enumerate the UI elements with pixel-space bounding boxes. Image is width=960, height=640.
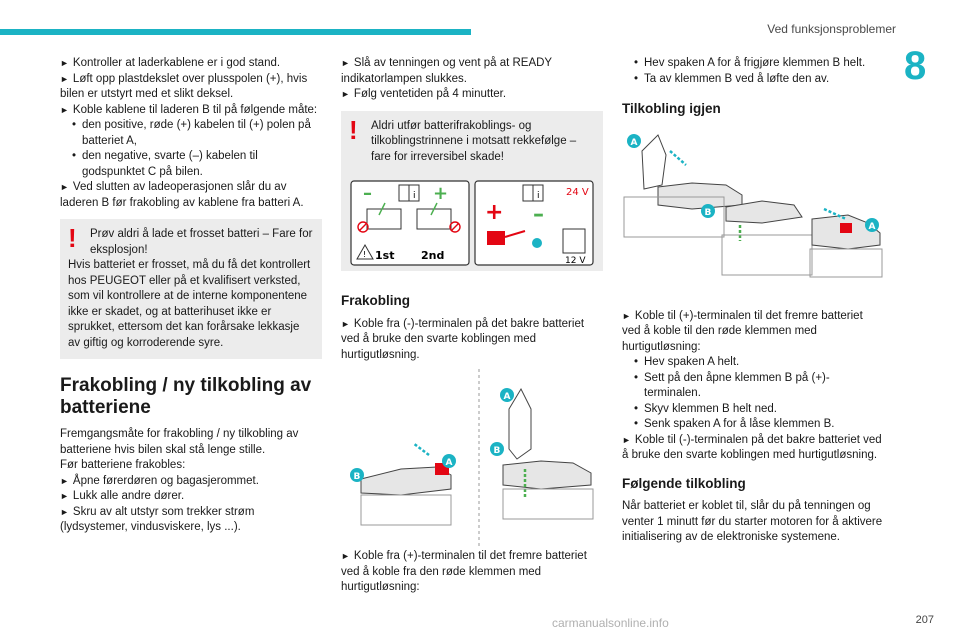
svg-text:A: A: [504, 392, 511, 402]
bullet: Hev spaken A for å frigjøre klemmen B he…: [622, 56, 884, 72]
warning-text: Hvis batteriet er frosset, må du få det …: [68, 259, 311, 349]
step: ►Koble til (-)-terminalen på det bakre b…: [622, 433, 882, 462]
subtitle-reconnect: Tilkobling igjen: [622, 101, 721, 116]
column-2: ►Slå av tenningen og vent på at READY in…: [341, 56, 603, 596]
page-number: 207: [915, 614, 934, 626]
svg-text:i: i: [537, 191, 540, 201]
column-1: ►Kontroller at laderkablene er i god sta…: [60, 56, 322, 536]
step: ►Koble kablene til laderen B til på følg…: [60, 103, 318, 116]
step: ►Ved slutten av ladeoperasjonen slår du …: [60, 181, 304, 209]
svg-text:B: B: [494, 446, 501, 456]
step: ►Koble til (+)-terminalen til det fremre…: [622, 309, 863, 353]
bullet: Sett på den åpne klemmen B på (+)-termin…: [622, 371, 884, 402]
clamp-reconnect-figure: A B A: [622, 125, 884, 293]
step: ►Følg ventetiden på 4 minutter.: [341, 88, 507, 100]
column-3: Hev spaken A for å frigjøre klemmen B he…: [622, 56, 884, 546]
subtitle-next-connection: Følgende tilkobling: [622, 475, 746, 491]
subtitle-disconnect: Frakobling: [341, 293, 411, 308]
svg-text:+: +: [485, 200, 503, 225]
step: ►Åpne førerdøren og bagasjerommet.: [60, 474, 259, 487]
bullet: den negative, svarte (–) kabelen til god…: [60, 149, 322, 180]
svg-text:–: –: [533, 202, 544, 227]
clamp-disconnect-figure: A B A B: [341, 369, 603, 549]
bullet: Senk spaken A for å låse klemmen B.: [622, 417, 884, 433]
bullet: den positive, røde (+) kabelen til (+) p…: [60, 118, 322, 149]
order-second-label: 2nd: [421, 249, 444, 262]
manual-icon: i: [398, 184, 420, 202]
svg-text:B: B: [705, 208, 712, 218]
svg-text:–: –: [363, 183, 372, 204]
header-accent-bar: [0, 29, 471, 35]
step: ►Løft opp plastdekslet over plusspolen (…: [60, 72, 308, 101]
svg-text:!: !: [363, 250, 366, 259]
svg-text:B: B: [354, 472, 361, 482]
warning-box: ! Aldri utfør batterifrakoblings- og til…: [341, 110, 603, 173]
header-title: Ved funksjonsproblemer: [767, 22, 896, 36]
chapter-number: 8: [904, 44, 927, 88]
voltage-24-label: 24 V: [566, 187, 589, 198]
intro-text: Før batteriene frakobles:: [60, 459, 186, 471]
svg-text:A: A: [631, 138, 638, 148]
manual-icon: i: [522, 184, 544, 202]
bullet: Hev spaken A helt.: [622, 355, 884, 371]
bullet: Ta av klemmen B ved å løfte den av.: [622, 72, 884, 88]
watermark: carmanualsonline.info: [552, 616, 669, 630]
step: ►Koble fra (-)-terminalen på det bakre b…: [341, 317, 585, 361]
bullet: Skyv klemmen B helt ned.: [622, 402, 884, 418]
step: ►Slå av tenningen og vent på at READY in…: [341, 57, 552, 85]
warning-text: Aldri utfør batterifrakoblings- og tilko…: [371, 119, 577, 163]
warning-text: Prøv aldri å lade et frosset batteri – F…: [90, 228, 313, 256]
step: ►Koble fra (+)-terminalen til det fremre…: [341, 550, 587, 593]
step: ►Kontroller at laderkablene er i god sta…: [60, 57, 281, 69]
step: ►Lukk alle andre dører.: [60, 490, 185, 502]
voltage-12-label: 12 V: [565, 256, 586, 266]
warning-icon: !: [349, 114, 358, 145]
step: ►Skru av alt utstyr som trekker strøm (l…: [60, 505, 255, 534]
warning-icon: !: [68, 223, 77, 253]
final-text: Når batteriet er koblet til, slår du på …: [622, 500, 883, 543]
battery-order-figure: i i – + ! 1st 2nd 24 V +: [341, 173, 603, 271]
warning-box: ! Prøv aldri å lade et frosset batteri –…: [60, 219, 322, 359]
svg-text:+: +: [433, 183, 448, 204]
order-first-label: 1st: [375, 249, 394, 262]
svg-text:i: i: [413, 191, 416, 201]
section-title: Frakobling / ny tilkobling av batteriene: [60, 375, 312, 418]
svg-text:A: A: [446, 458, 453, 468]
svg-text:A: A: [869, 222, 876, 232]
intro-text: Fremgangsmåte for frakobling / ny tilkob…: [60, 428, 299, 456]
